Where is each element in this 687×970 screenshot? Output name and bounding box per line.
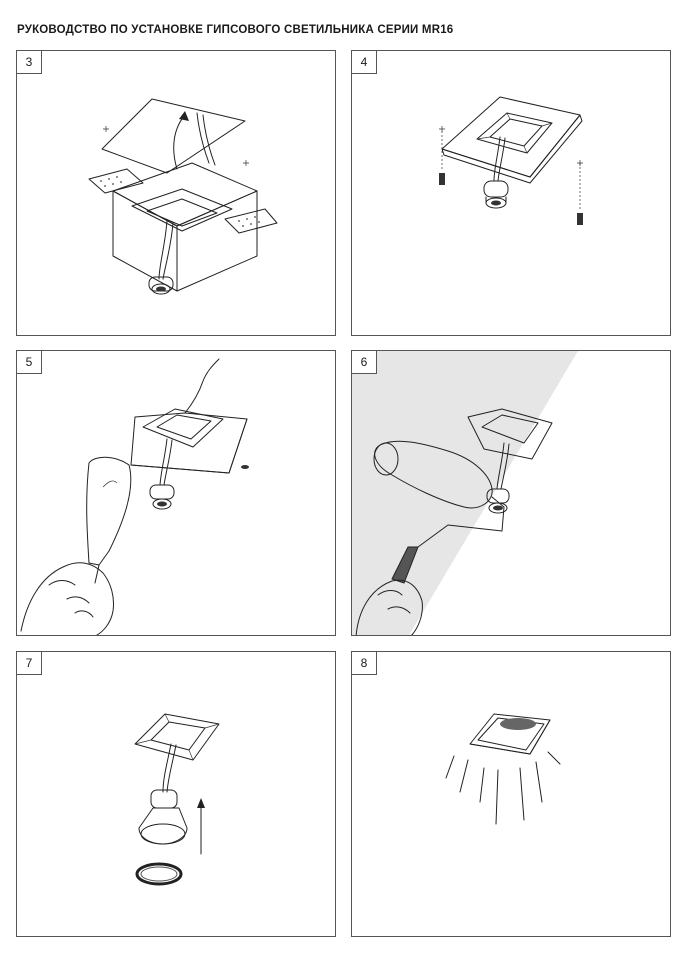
step-number: 4 — [352, 51, 377, 74]
step-4-panel: 4 — [351, 50, 671, 336]
step-6-panel: 6 — [351, 350, 671, 636]
step-number: 5 — [17, 351, 42, 374]
step-7-panel: 7 — [16, 651, 336, 937]
step-3-illustration — [88, 98, 278, 295]
step-number: 8 — [352, 652, 377, 675]
page-title: РУКОВОДСТВО ПО УСТАНОВКЕ ГИПСОВОГО СВЕТИ… — [17, 24, 454, 36]
step-3-panel: 3 — [16, 50, 336, 336]
step-4-illustration — [439, 96, 583, 225]
step-5-panel: 5 — [16, 350, 336, 636]
step-number: 7 — [17, 652, 42, 675]
step-7-illustration — [134, 713, 220, 886]
step-8-panel: 8 — [351, 651, 671, 937]
step-8-illustration — [445, 713, 561, 825]
step-5-illustration — [20, 358, 249, 635]
step-number: 6 — [352, 351, 377, 374]
step-6-illustration — [352, 351, 578, 635]
step-number: 3 — [17, 51, 42, 74]
